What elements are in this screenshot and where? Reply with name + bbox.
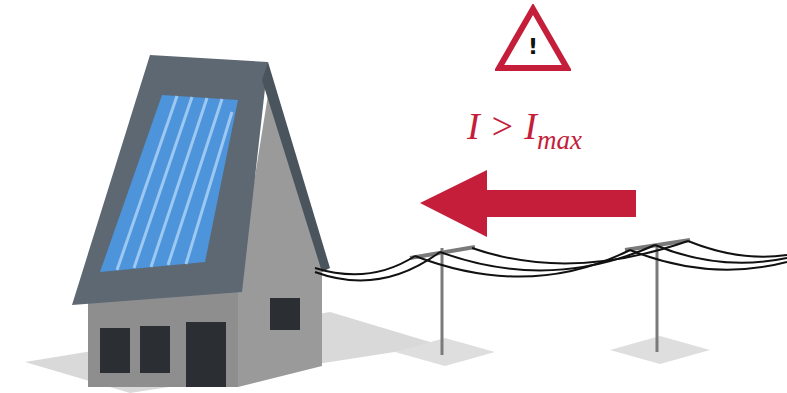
current-arrow (420, 170, 636, 237)
roof-edge (262, 62, 330, 272)
window (140, 326, 170, 373)
warning-mark: ! (495, 34, 571, 59)
warning-triangle: ! (495, 4, 571, 72)
roof (72, 55, 268, 305)
solar-panel-stripes (117, 96, 232, 270)
pole-base (610, 336, 710, 364)
solar-panel (100, 95, 238, 272)
subscript: max (537, 125, 582, 155)
window (100, 328, 130, 373)
door (186, 322, 226, 387)
current-condition: I > Imax (467, 104, 582, 148)
formula-text: I > I (467, 105, 537, 147)
window (270, 298, 300, 330)
pole-base (395, 338, 495, 366)
power-lines (315, 241, 787, 280)
